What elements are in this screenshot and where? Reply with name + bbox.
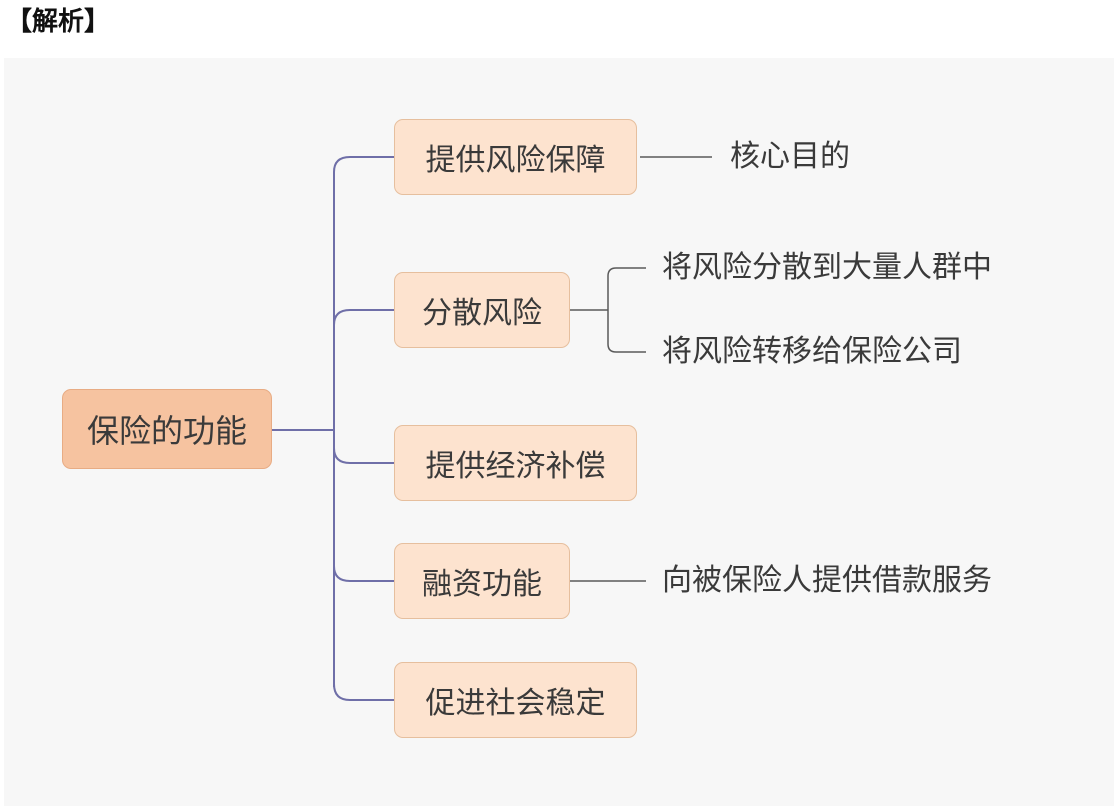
branch-node-economic-compensation: 提供经济补偿	[394, 425, 637, 501]
detail-transfer-to-insurer: 将风险转移给保险公司	[662, 334, 962, 369]
branch-node-risk-spreading: 分散风险	[394, 272, 570, 348]
detail-core-purpose: 核心目的	[730, 139, 850, 174]
branch-node-risk-protection: 提供风险保障	[394, 119, 637, 195]
root-node: 保险的功能	[62, 389, 272, 469]
analysis-heading: 【解析】	[6, 7, 111, 37]
detail-spread-to-crowd: 将风险分散到大量人群中	[662, 250, 992, 285]
branch-node-financing: 融资功能	[394, 543, 570, 619]
branch-node-social-stability: 促进社会稳定	[394, 662, 637, 738]
detail-loan-service: 向被保险人提供借款服务	[662, 563, 992, 598]
